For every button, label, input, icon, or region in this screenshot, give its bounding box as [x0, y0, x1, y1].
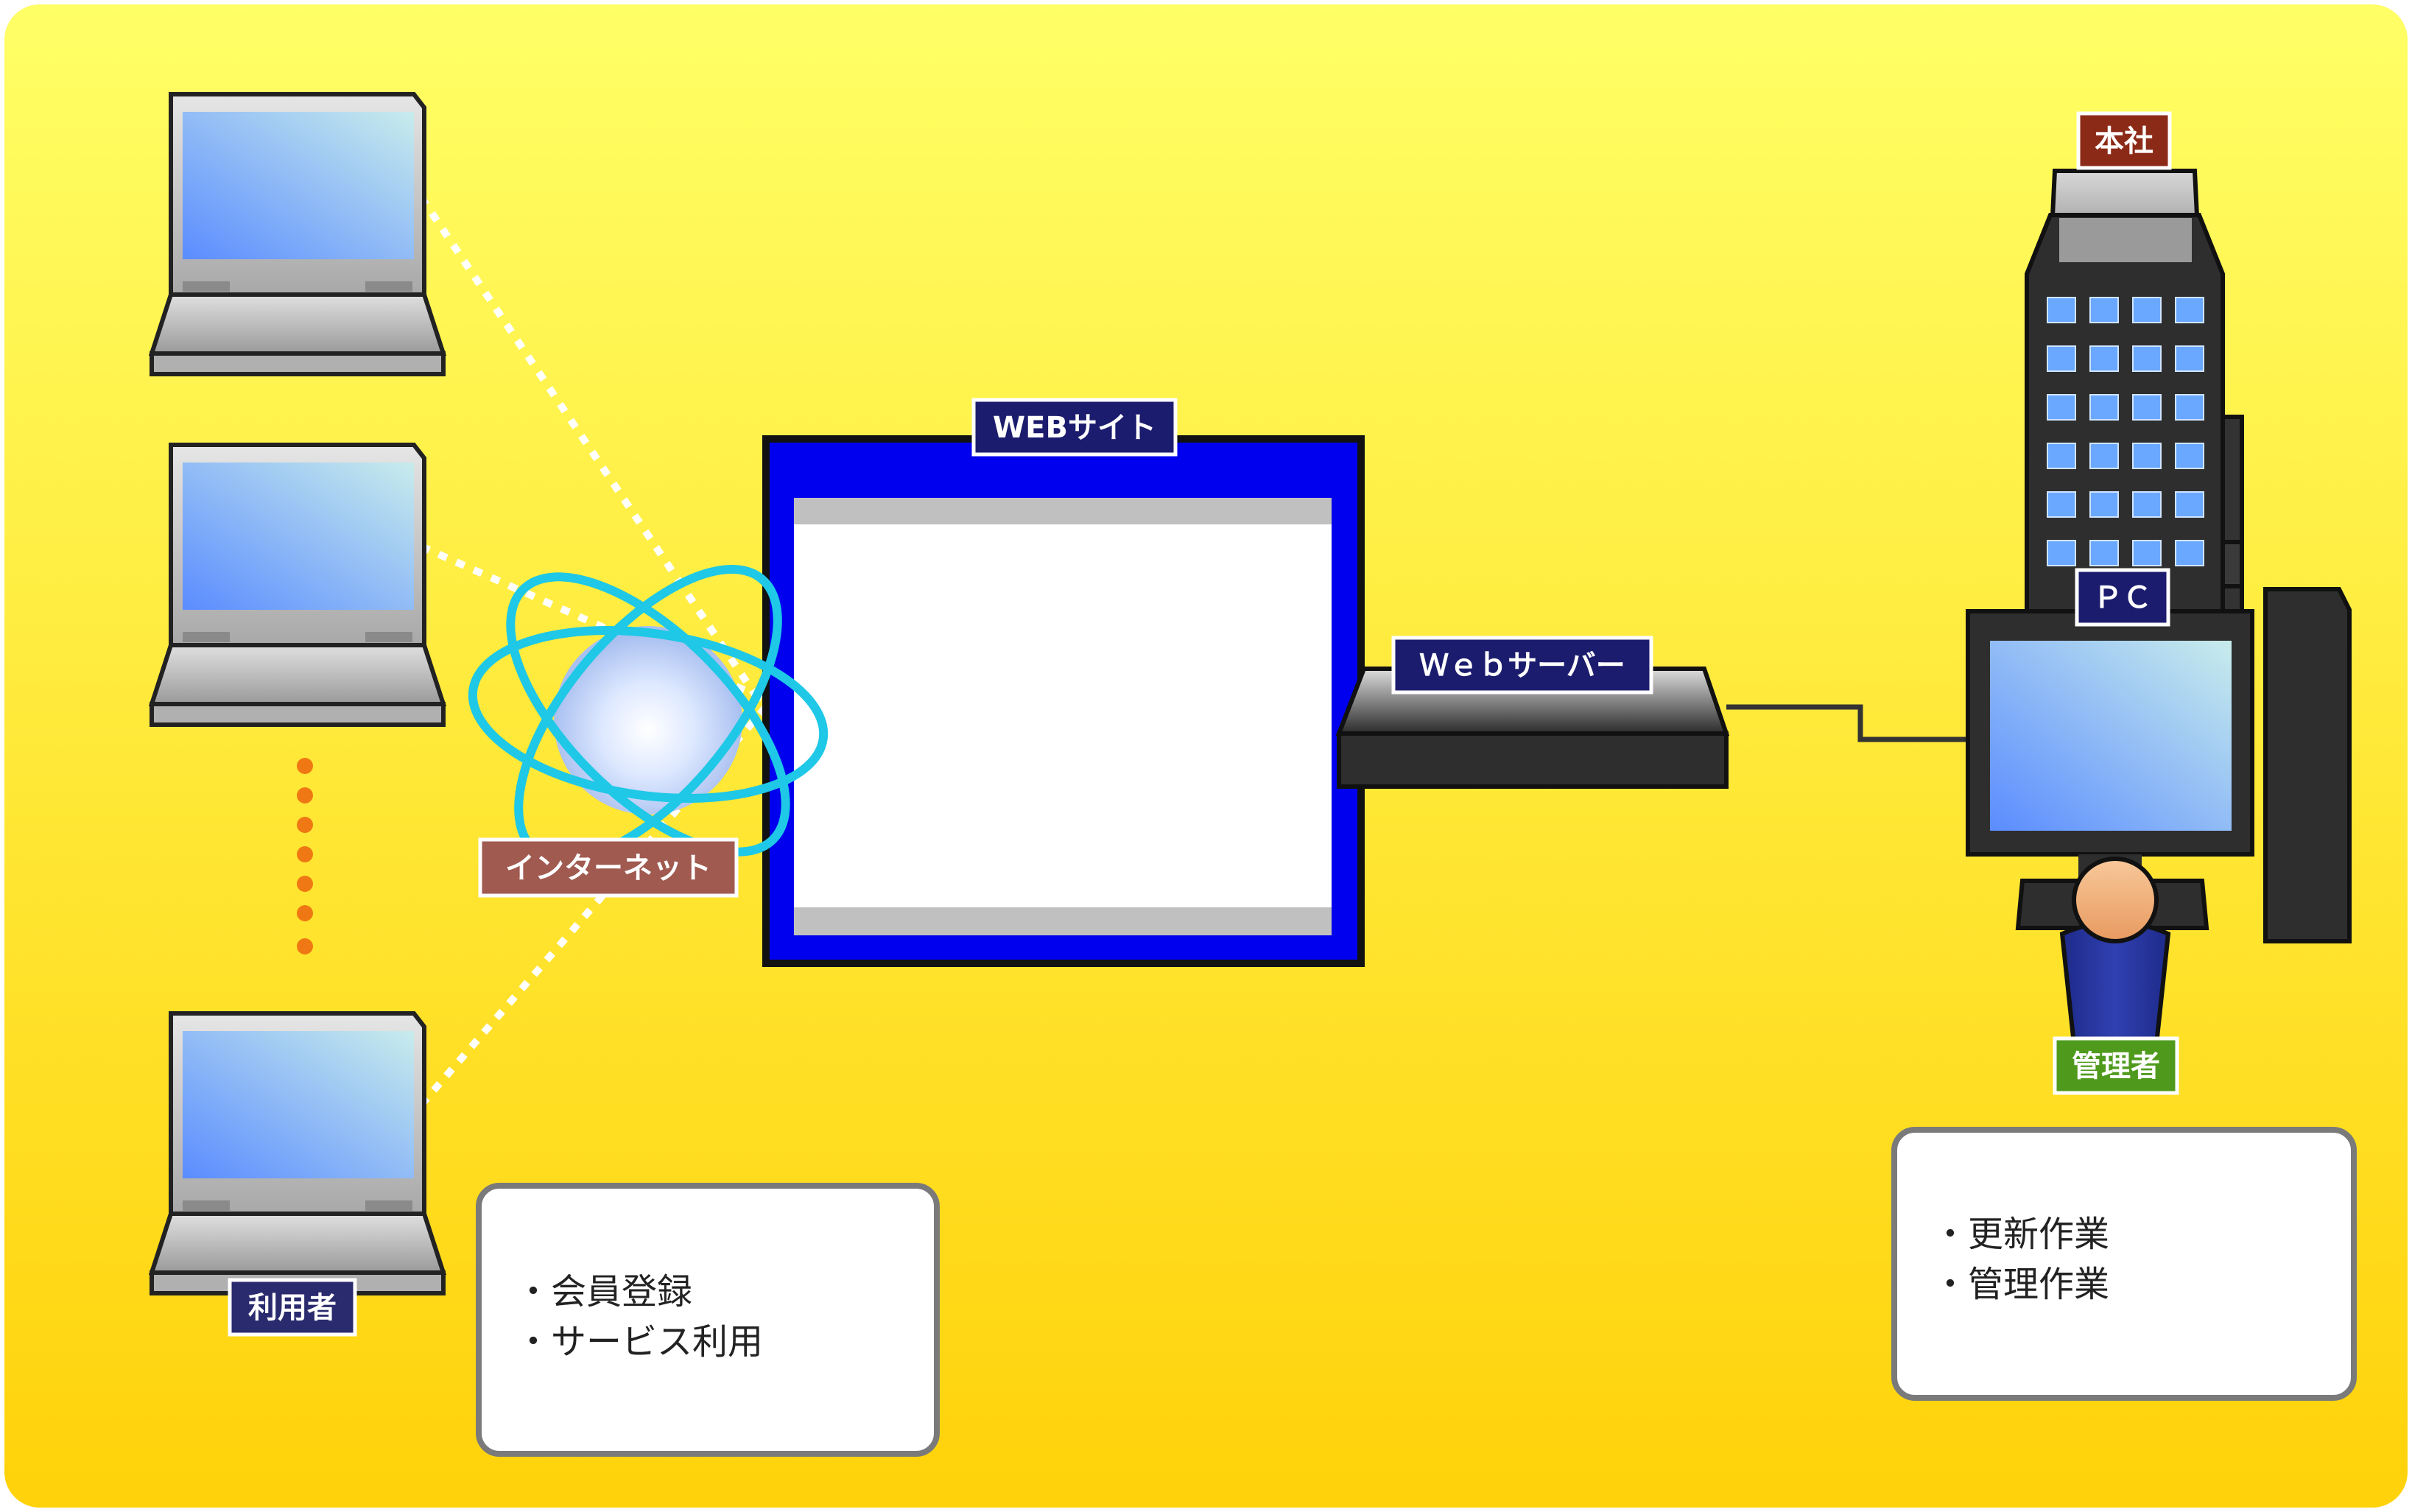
headquarters-label: 本社 — [2076, 111, 2172, 170]
admin-note-box: ・更新作業 ・管理作業 — [1891, 1127, 2357, 1401]
laptop-icon — [152, 445, 443, 725]
webserver-label: Ｗｅｂサーバー — [1391, 636, 1653, 695]
website-window — [762, 435, 1365, 967]
desktop-pc-icon — [1966, 587, 2352, 943]
svg-text:ＰＣ: ＰＣ — [2093, 581, 2152, 615]
building-windows — [2047, 297, 2204, 566]
user-note-line: ・サービス利用 — [516, 1321, 763, 1362]
user-note-line: ・会員登録 — [516, 1271, 692, 1312]
user-note-box: ・会員登録 ・サービス利用 — [476, 1183, 940, 1457]
internet-label: インターネット — [478, 837, 739, 898]
admin-note-line: ・管理作業 — [1933, 1264, 2109, 1305]
laptop-icon — [152, 1013, 443, 1293]
laptop-icon — [152, 94, 443, 374]
network-cable — [1726, 704, 1971, 742]
website-label: WEBサイト — [971, 398, 1178, 457]
svg-text:利用者: 利用者 — [248, 1291, 337, 1325]
svg-text:WEBサイト: WEBサイト — [993, 411, 1156, 445]
internet-globe-icon — [468, 565, 829, 864]
more-users-dots — [297, 758, 313, 954]
users-label: 利用者 — [228, 1278, 357, 1337]
admin-label: 管理者 — [2053, 1036, 2179, 1095]
admin-note-line: ・更新作業 — [1933, 1214, 2109, 1255]
svg-text:管理者: 管理者 — [2072, 1049, 2160, 1083]
person-icon — [2059, 857, 2171, 1047]
svg-text:インターネット: インターネット — [505, 851, 711, 885]
pc-label: ＰＣ — [2075, 568, 2170, 627]
svg-text:Ｗｅｂサーバー: Ｗｅｂサーバー — [1419, 649, 1625, 683]
svg-text:本社: 本社 — [2095, 124, 2153, 158]
building-icon — [2025, 169, 2244, 640]
